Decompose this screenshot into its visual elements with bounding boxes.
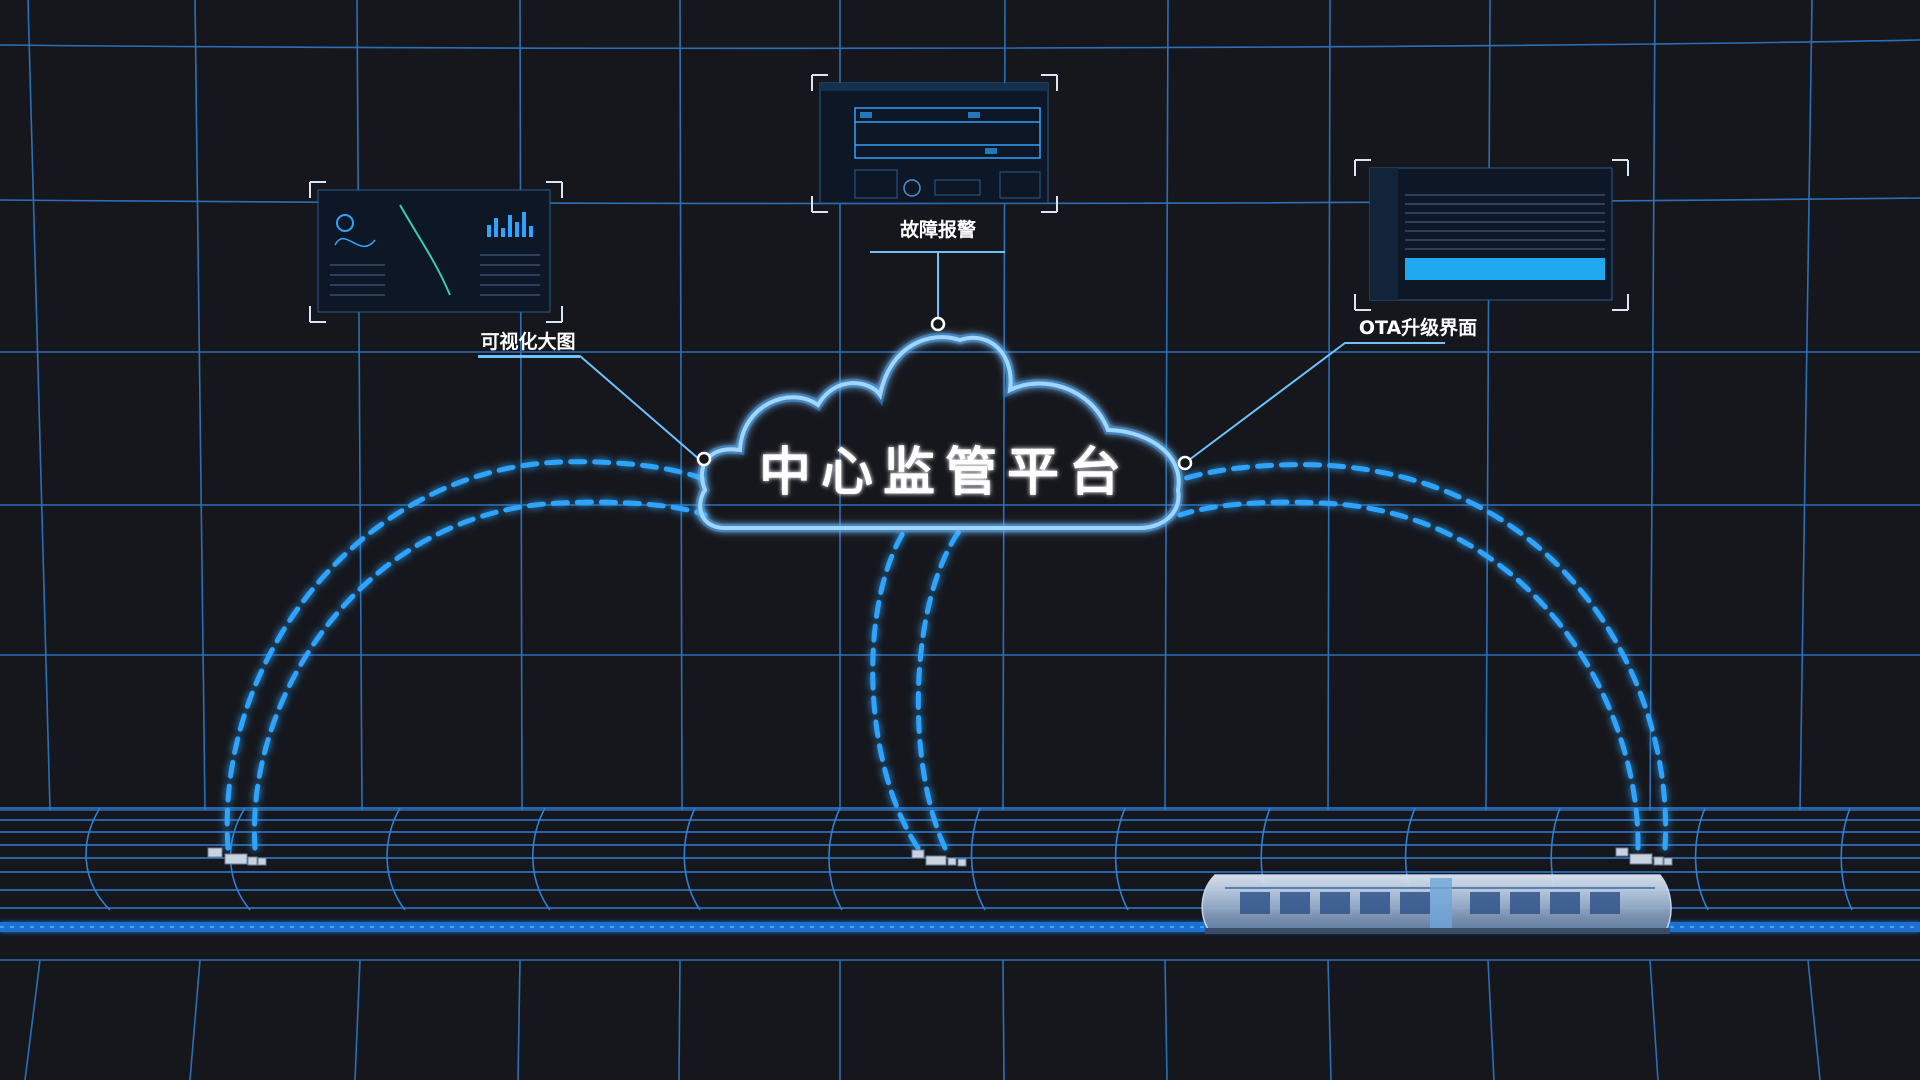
trackside-device-right bbox=[1615, 847, 1673, 866]
node-left bbox=[696, 451, 712, 467]
trackside-device-left bbox=[207, 847, 267, 866]
panel-fault-screen bbox=[811, 74, 1058, 213]
connector-nodes bbox=[696, 316, 1193, 471]
panel-visual-screen bbox=[309, 181, 563, 323]
cloud-title: 中心监管平台 bbox=[759, 443, 1131, 503]
cloud-shape bbox=[695, 332, 1184, 533]
panel-ota-label: OTA升级界面 bbox=[1359, 316, 1477, 339]
node-right bbox=[1177, 455, 1193, 471]
trackside-device-middle bbox=[911, 849, 967, 867]
train bbox=[1201, 874, 1672, 934]
connectors bbox=[478, 251, 1445, 464]
node-top bbox=[930, 316, 946, 332]
panel-ota-screen bbox=[1354, 159, 1629, 311]
panel-fault-label: 故障报警 bbox=[900, 218, 976, 241]
panel-visual-label: 可视化大图 bbox=[480, 330, 575, 353]
signal-arcs bbox=[224, 459, 1669, 851]
